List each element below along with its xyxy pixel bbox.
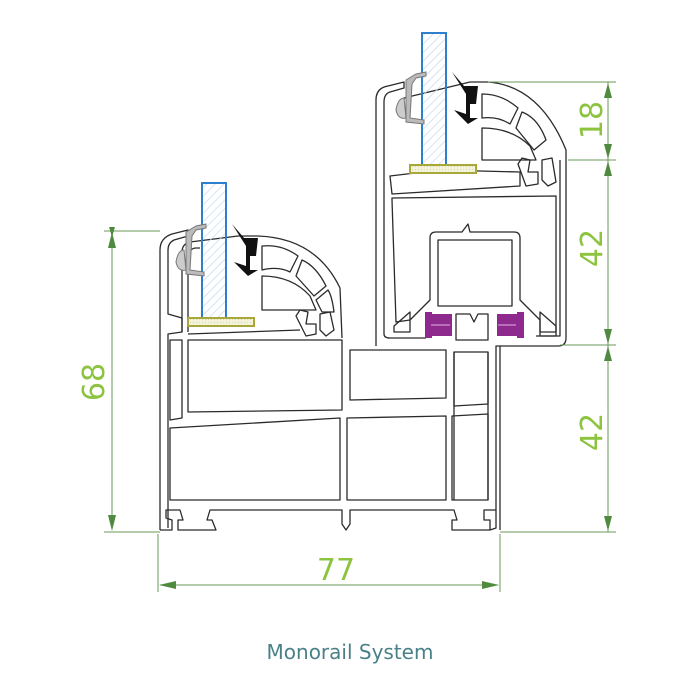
dimension-68: 68 bbox=[77, 227, 160, 533]
dimension-label-77: 77 bbox=[317, 553, 355, 588]
glazing-block-upper bbox=[409, 164, 477, 174]
dimension-77: 77 bbox=[157, 534, 501, 592]
dimension-label-18: 18 bbox=[575, 101, 610, 139]
clip-upper bbox=[405, 71, 427, 125]
glazing-block-lower bbox=[187, 317, 255, 327]
roller-right-outer bbox=[517, 312, 524, 338]
gasket-upper bbox=[452, 72, 478, 124]
diagram-caption: Monorail System bbox=[266, 640, 434, 664]
dimension-label-42-upper: 42 bbox=[575, 229, 610, 267]
rollers bbox=[425, 312, 524, 338]
dimension-label-42-lower: 42 bbox=[575, 413, 610, 451]
upper-glazing bbox=[395, 32, 478, 174]
glass-pane-lower bbox=[201, 182, 227, 319]
dimension-label-68: 68 bbox=[77, 363, 112, 401]
dimension-right-chain: 18 42 42 bbox=[488, 81, 616, 533]
gasket-lower bbox=[232, 224, 258, 276]
lower-glazing bbox=[175, 182, 258, 327]
glass-pane-upper bbox=[421, 32, 447, 166]
clip-lower bbox=[185, 223, 207, 277]
frame-profile bbox=[159, 229, 501, 531]
roller-left-outer bbox=[425, 312, 432, 338]
